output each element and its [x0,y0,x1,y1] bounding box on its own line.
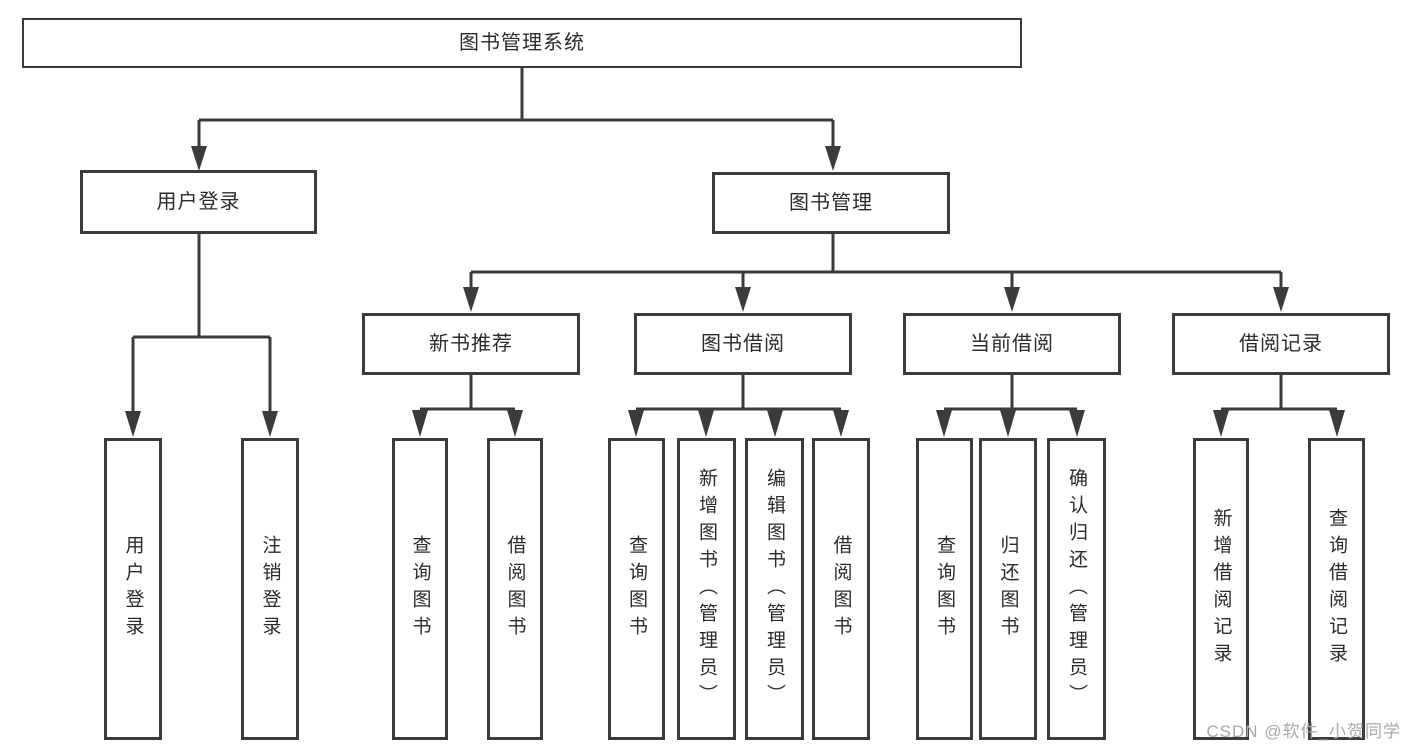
arrowhead [1069,410,1085,437]
node-current-borrowing-label: 当前借阅 [970,333,1054,355]
node-borrowing-records-label: 借阅记录 [1239,333,1323,355]
arrowhead [698,410,714,437]
arrowhead [1000,410,1016,437]
leaf-add-borrow-record: 新增借阅记录 [1193,438,1249,740]
leaf-query-books-2: 查询图书 [608,438,665,740]
leaf-borrow-books-2-label: 借阅图书 [830,535,852,643]
arrowhead [628,410,644,437]
leaf-add-borrow-record-label: 新增借阅记录 [1210,508,1232,670]
leaf-query-books-2-label: 查询图书 [626,535,647,643]
leaf-return-books-label: 归还图书 [997,535,1019,643]
leaf-return-books: 归还图书 [979,438,1037,740]
leaf-edit-books-admin: 编辑图书（管理员） [745,438,804,740]
arrowhead [833,410,849,437]
leaf-add-books-admin: 新增图书（管理员） [677,438,736,740]
leaf-query-borrow-record: 查询借阅记录 [1308,438,1365,740]
node-new-book-recommend-label: 新书推荐 [429,333,513,355]
leaf-user-login-label: 用户登录 [122,535,144,643]
node-user-login-label: 用户登录 [156,191,241,213]
leaf-query-books-1: 查询图书 [392,438,448,740]
arrowhead [735,287,751,312]
arrowhead [1329,410,1345,437]
arrowhead [125,411,141,437]
leaf-logout: 注销登录 [241,438,299,740]
arrowhead [463,287,479,312]
node-user-login: 用户登录 [80,170,317,234]
arrowhead [1004,287,1020,312]
leaf-borrow-books-2: 借阅图书 [812,438,870,740]
leaf-borrow-books-1-label: 借阅图书 [504,535,526,643]
leaf-borrow-books-1: 借阅图书 [487,438,543,740]
arrowhead [507,410,523,437]
node-root: 图书管理系统 [22,18,1022,68]
leaf-query-books-1-label: 查询图书 [409,535,431,643]
arrowhead [1273,287,1289,312]
arrowhead [262,411,278,437]
arrowhead [1213,410,1229,437]
node-book-borrowing: 图书借阅 [634,313,852,375]
node-borrowing-records: 借阅记录 [1172,313,1390,375]
leaf-edit-books-admin-label: 编辑图书（管理员） [764,467,785,711]
leaf-user-login: 用户登录 [104,438,162,740]
leaf-query-borrow-record-label: 查询借阅记录 [1326,508,1347,670]
leaf-add-books-admin-label: 新增图书（管理员） [696,467,717,711]
node-book-management: 图书管理 [712,172,950,234]
leaf-query-books-3: 查询图书 [916,438,973,740]
node-current-borrowing: 当前借阅 [903,313,1121,375]
node-book-borrowing-label: 图书借阅 [701,333,785,355]
leaf-logout-label: 注销登录 [259,535,281,643]
arrowhead [767,410,783,437]
arrowhead [825,146,841,171]
node-new-book-recommend: 新书推荐 [362,313,580,375]
leaf-query-books-3-label: 查询图书 [934,535,955,643]
node-book-management-label: 图书管理 [789,192,873,214]
node-root-label: 图书管理系统 [459,32,585,54]
csdn-watermark: CSDN @软件_小贺同学 [1206,722,1401,741]
arrowhead [191,146,207,171]
arrowhead [412,410,428,437]
leaf-confirm-return-admin-label: 确认归还（管理员） [1066,467,1087,711]
arrowhead [936,410,952,437]
leaf-confirm-return-admin: 确认归还（管理员） [1047,438,1106,740]
